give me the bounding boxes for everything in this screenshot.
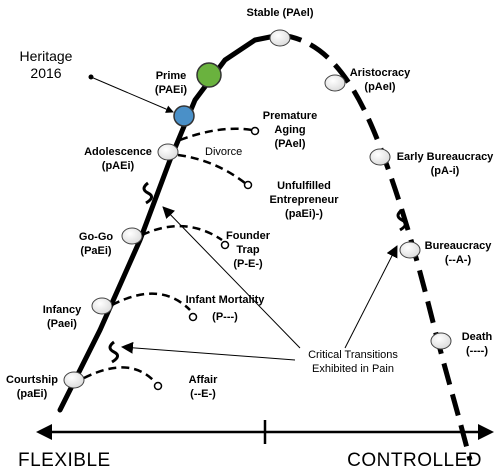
bubble-courtship: [63, 371, 85, 389]
squiggle-infancy: [108, 340, 119, 364]
squiggle-bureaucracy: [396, 208, 407, 232]
label-early-bureaucracy-1: Early Bureaucracy: [397, 151, 494, 163]
prime-green-dot: [196, 62, 222, 88]
heritage-label-1: Heritage: [20, 48, 73, 64]
label-infancy-1: Infancy: [43, 304, 82, 316]
bubble-death: [430, 332, 452, 350]
label-infancy-2: (Paei): [47, 318, 77, 330]
prime-blue-dot: [173, 105, 195, 127]
bubble-bureaucracy: [399, 241, 421, 259]
label-courtship-1: Courtship: [6, 374, 58, 386]
label-adolescence-2: (pAEi): [102, 160, 135, 172]
bubble-stable: [269, 29, 291, 47]
label-divorce: Divorce: [205, 146, 242, 158]
heritage-arrow: [90, 76, 174, 113]
end-infant: [188, 312, 198, 322]
label-prime-1: Prime: [156, 70, 187, 82]
end-affair: [153, 381, 163, 391]
label-affair-2: (--E-): [190, 388, 216, 400]
bubble-adolescence: [157, 143, 179, 161]
bubble-gogo: [121, 227, 143, 245]
critical-caption-2: Exhibited in Pain: [312, 363, 394, 375]
label-founder-1: Founder: [226, 230, 271, 242]
label-aristocracy-1: Aristocracy: [350, 67, 411, 79]
heritage-label-2: 2016: [30, 65, 61, 81]
offshoot-unfulfilled: [177, 153, 246, 184]
end-premature: [250, 126, 260, 136]
critical-caption-1: Critical Transitions: [308, 349, 398, 361]
bubble-aristocracy: [324, 74, 346, 92]
offshoot-premature: [179, 127, 253, 142]
label-aristocracy-2: (pAeI): [364, 81, 396, 93]
axis-left-arrowhead: [36, 424, 52, 440]
label-infant-mortality-2: (P---): [212, 311, 238, 323]
decline-curve: [279, 32, 473, 461]
offshoot-infant: [111, 292, 191, 311]
label-gogo-2: (PaEi): [80, 245, 112, 257]
label-courtship-2: (paEi): [17, 388, 48, 400]
label-infant-mortality-1: Infant Mortality: [186, 294, 266, 306]
end-unfulfilled: [243, 180, 253, 190]
label-gogo-1: Go-Go: [79, 231, 113, 243]
label-founder-3: (P-E-): [233, 258, 263, 270]
label-bureaucracy-1: Bureaucracy: [425, 240, 493, 252]
offshoot-founder: [141, 224, 223, 242]
label-unfulfilled-2: Entrepreneur: [269, 194, 339, 206]
label-premature-1: Premature: [263, 110, 317, 122]
offshoot-affair: [83, 366, 156, 383]
bubble-early-bureaucracy: [369, 148, 391, 166]
end-founder: [220, 240, 230, 250]
critical-arrow-bureaucracy: [344, 245, 398, 349]
label-bureaucracy-2: (--A-): [445, 254, 472, 266]
label-adolescence-1: Adolescence: [84, 146, 152, 158]
label-founder-2: Trap: [236, 244, 260, 256]
critical-arrow-infancy: [121, 341, 296, 361]
axis-right-arrowhead: [478, 424, 494, 440]
growth-curve: [57, 32, 283, 413]
label-early-bureaucracy-2: (pA-i): [431, 165, 460, 177]
label-unfulfilled-1: Unfulfilled: [277, 180, 331, 192]
squiggle-adolescence: [142, 181, 153, 205]
label-death-1: Death: [462, 331, 493, 343]
bubble-infancy: [91, 297, 113, 315]
label-affair-1: Affair: [189, 374, 218, 386]
label-stable: Stable (PAel): [246, 7, 313, 19]
label-premature-2: Aging: [274, 124, 305, 136]
axis-label-flexible: FLEXIBLE: [18, 450, 111, 471]
critical-arrow-adolescence: [162, 206, 301, 349]
axis-label-controlled: CONTROLLED: [347, 450, 482, 471]
label-unfulfilled-3: (paEi)-): [285, 208, 323, 220]
label-death-2: (----): [466, 345, 488, 357]
label-premature-3: (PAel): [275, 138, 306, 150]
label-prime-2: (PAEi): [155, 84, 188, 96]
